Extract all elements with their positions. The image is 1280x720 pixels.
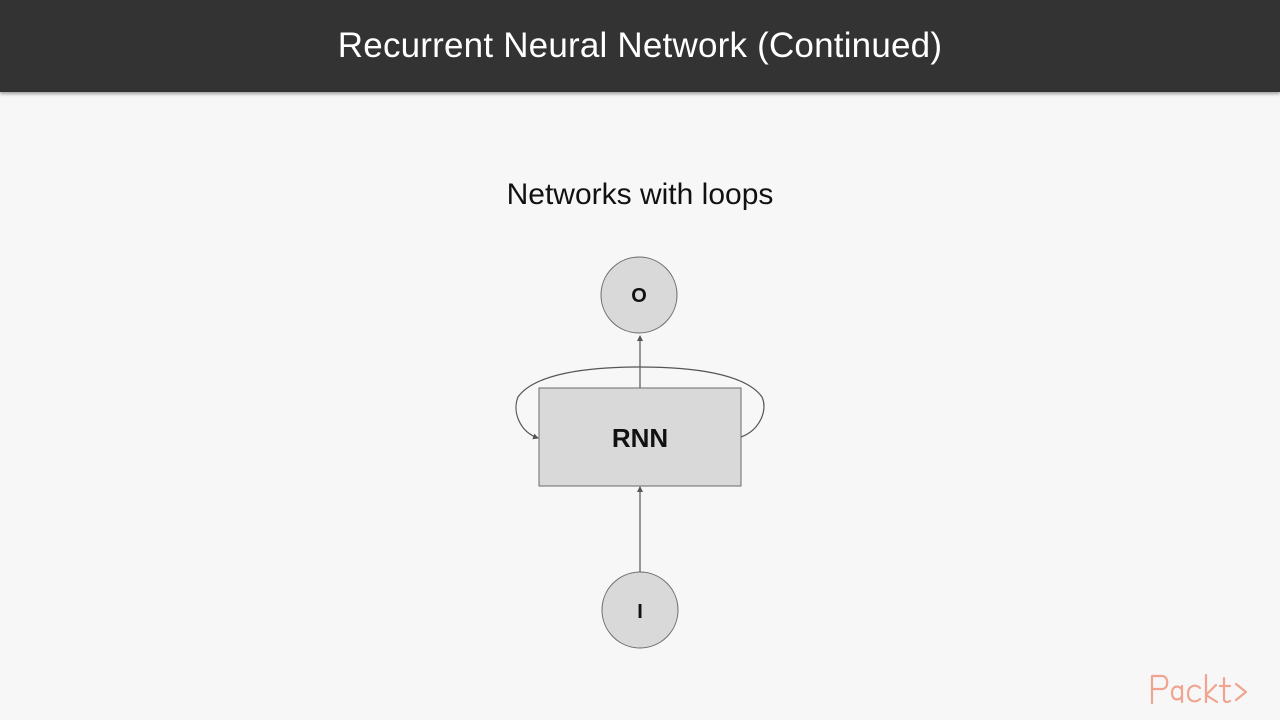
title-bar: Recurrent Neural Network (Continued) — [0, 0, 1280, 92]
input-node-label: I — [637, 601, 643, 623]
rnn-node-label: RNN — [612, 423, 668, 453]
packt-logo — [1150, 673, 1248, 705]
output-node-label: O — [631, 285, 647, 307]
slide-subtitle: Networks with loops — [506, 178, 774, 211]
input-node: I — [601, 571, 679, 649]
slide-title: Recurrent Neural Network (Continued) — [337, 26, 943, 65]
rnn-node: RNN — [538, 387, 742, 487]
output-node: O — [600, 256, 678, 334]
